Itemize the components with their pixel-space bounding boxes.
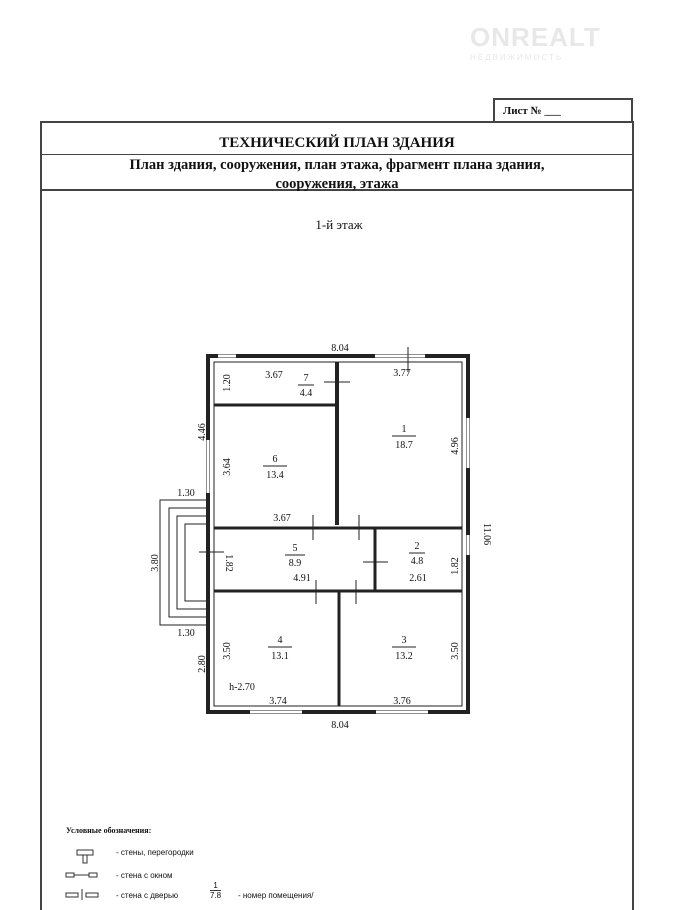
room-5-number: 5 <box>293 543 298 554</box>
dim-right-total: 11.06 <box>481 523 492 545</box>
dim-porch-height: 3.80 <box>150 554 161 572</box>
title-block: ТЕХНИЧЕСКИЙ ПЛАН ЗДАНИЯ План здания, соо… <box>40 121 634 194</box>
dim-room2-height: 1.82 <box>450 557 461 575</box>
room-labels: 1 18.7 2 4.8 3 13.2 4 13.1 5 8.9 6 13.4 … <box>263 373 425 662</box>
document-subtitle: План здания, сооружения, план этажа, фра… <box>42 154 632 194</box>
dim-room3-height: 3.50 <box>450 642 461 660</box>
walls <box>159 347 470 714</box>
room-6-area: 13.4 <box>266 470 284 481</box>
dimensions: 8.04 8.04 11.06 4.46 2.80 3.80 1.30 1.30… <box>150 343 492 731</box>
legend-symbols <box>65 849 99 900</box>
dim-room6-height: 3.64 <box>222 458 233 476</box>
dim-room6-width: 3.67 <box>273 513 291 524</box>
ceiling-height: h-2.70 <box>229 682 255 693</box>
dim-room3-width: 3.76 <box>393 696 411 707</box>
legend-door-wall: - стена с дверью <box>116 891 179 900</box>
dim-porch-top: 1.30 <box>177 488 195 499</box>
legend-heading: Условные обозначения: <box>66 826 152 835</box>
dim-porch-bottom: 1.30 <box>177 628 195 639</box>
legend-sample-area: 7.8 <box>210 890 222 900</box>
room-6-number: 6 <box>273 454 278 465</box>
room-4-number: 4 <box>278 635 283 646</box>
subtitle-line-2: сооружения, этажа <box>275 176 399 192</box>
room-3-area: 13.2 <box>395 651 413 662</box>
dim-room4-width: 3.74 <box>269 696 287 707</box>
legend-sample-number: 1 <box>213 881 218 890</box>
floor-label: 1-й этаж <box>315 217 363 232</box>
dim-room2-width: 2.61 <box>409 573 427 584</box>
dim-room7-width: 3.67 <box>265 370 283 381</box>
document-title: ТЕХНИЧЕСКИЙ ПЛАН ЗДАНИЯ <box>219 135 455 151</box>
dim-room1-width: 3.77 <box>393 368 411 379</box>
room-1-area: 18.7 <box>395 440 413 451</box>
legend-window-wall: - стена с окном <box>116 871 173 880</box>
dim-room7-height: 1.20 <box>222 374 233 392</box>
subtitle-line-1: План здания, сооружения, план этажа, фра… <box>129 157 545 173</box>
watermark-tagline: НЕДВИЖИМОСТЬ <box>470 53 564 62</box>
legend-walls: - стены, перегородки <box>116 848 194 857</box>
dim-room1-height: 4.96 <box>450 437 461 455</box>
dim-room5-height: 1.82 <box>223 554 234 572</box>
watermark-brand: ONREALT <box>470 22 601 52</box>
room-2-area: 4.8 <box>411 556 424 567</box>
dim-left-lower: 2.80 <box>197 655 208 673</box>
dim-room5-width: 4.91 <box>293 573 311 584</box>
sheet-number: Лист № ___ <box>493 98 633 122</box>
room-2-number: 2 <box>415 541 420 552</box>
legend-room-number: - номер помещения/ <box>238 891 314 900</box>
room-7-number: 7 <box>304 373 309 384</box>
room-1-number: 1 <box>402 424 407 435</box>
room-3-number: 3 <box>402 635 407 646</box>
dim-top-total: 8.04 <box>331 343 349 354</box>
dim-room4-height: 3.50 <box>222 642 233 660</box>
legend-room-sample: 1 7.8 <box>210 881 222 900</box>
dim-bottom-total: 8.04 <box>331 720 349 731</box>
room-5-area: 8.9 <box>289 558 302 569</box>
room-7-area: 4.4 <box>300 388 313 399</box>
room-4-area: 13.1 <box>271 651 289 662</box>
dim-left-upper: 4.46 <box>197 423 208 441</box>
legend: Условные обозначения: - стены, перегород… <box>66 826 314 900</box>
